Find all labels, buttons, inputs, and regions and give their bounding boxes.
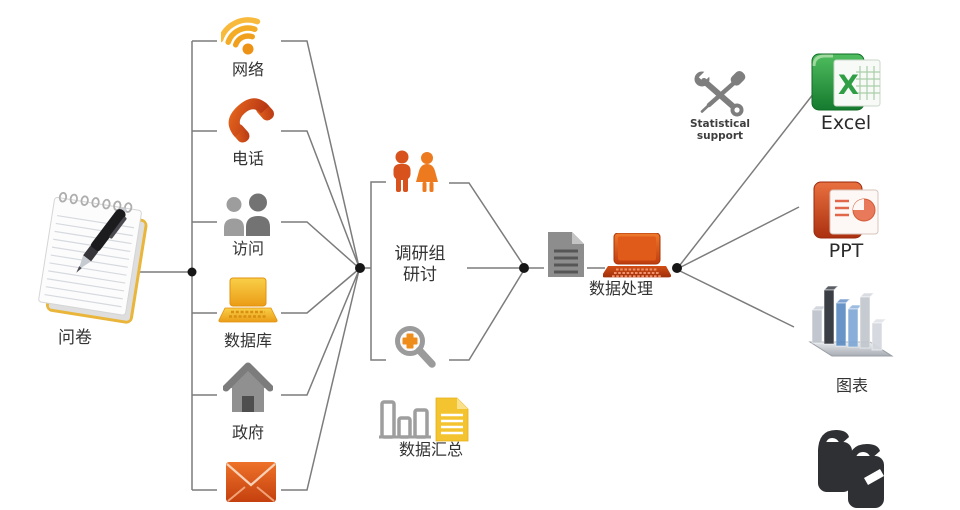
wifi-icon [221,7,275,63]
bar-chart-outline-icon [377,392,433,442]
notepad-pen-icon [24,182,166,324]
data-summary-label: 数据汇总 [398,440,463,459]
laptop-orange-icon [603,233,671,283]
statistical-support-line1: Statistical [689,118,751,130]
junction-dot [672,263,682,273]
statistical-support-label: Statistical support [683,118,757,142]
research-group-label: 调研组 研讨 [378,244,462,287]
flow-line [281,268,360,314]
flow-line [281,269,360,491]
svg-text:X: X [838,70,859,101]
source-label: 问卷 [58,328,92,348]
flow-line [192,40,217,491]
tools-icon [691,70,749,118]
flow-line [449,269,525,361]
output-label-chart: 图表 [835,376,868,395]
channel-label: 电话 [231,149,264,168]
flow-line [281,221,360,269]
output-label-excel: Excel [820,112,872,134]
flow-line [679,270,795,328]
group-bracket [370,181,386,361]
research-group-label-line1: 调研组 [394,244,446,264]
flow-line [281,40,360,268]
research-group-label-line2: 研讨 [403,265,437,286]
house-icon [223,360,273,416]
data-processing-label: 数据处理 [588,279,653,298]
junction-dot [187,267,197,277]
output-label-ppt: PPT [828,240,864,262]
envelope-icon [225,457,277,507]
junction-dot [355,263,365,273]
channel-label: 网络 [231,60,264,79]
channel-label: 访问 [231,239,264,258]
magnifier-icon [391,322,437,370]
channel-label: 政府 [231,423,264,442]
man-woman-icon [389,149,443,199]
phone-icon [221,90,275,144]
document-gray-icon [545,231,587,279]
channel-label: 数据库 [223,331,272,350]
ppt-icon [812,176,880,242]
flow-line [679,92,815,266]
statistical-support-line2: support [696,130,744,143]
junction-dot [519,263,529,273]
bar-chart-3d-icon [796,280,896,364]
laptop-yellow-icon [217,277,279,329]
flow-line [281,269,360,396]
books-icon [814,426,908,510]
document-yellow-icon [434,397,470,443]
excel-icon: X [810,48,882,114]
flow-line [449,182,525,267]
flow-line [680,206,800,268]
flow-line [281,130,360,268]
people-icon [220,192,276,238]
